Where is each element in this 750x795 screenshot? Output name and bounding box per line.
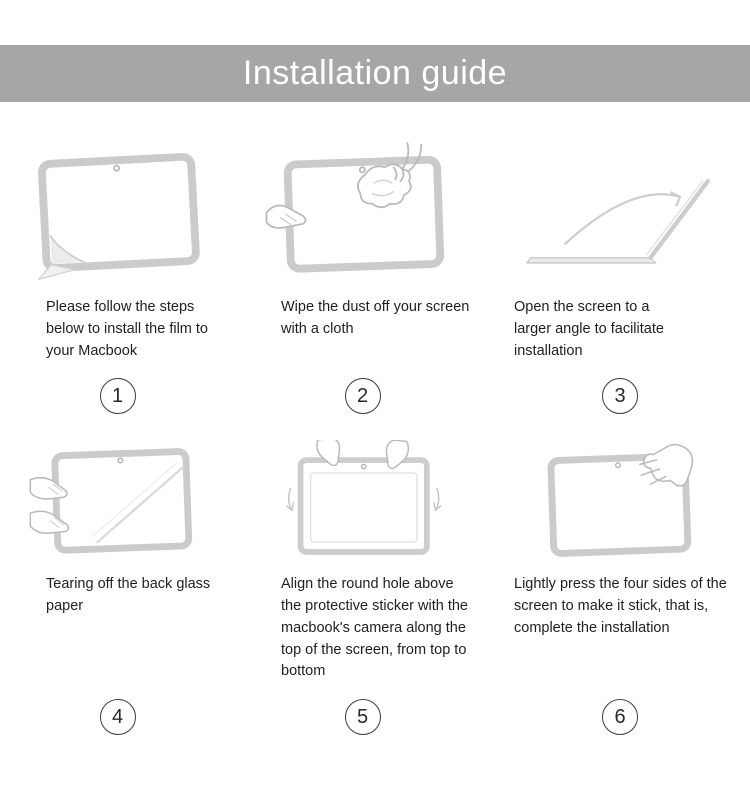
- press-four-sides-icon: [547, 444, 694, 558]
- step-card-6: Lightly press the four sides of the scre…: [490, 440, 750, 735]
- wipe-screen-cloth-icon: [265, 142, 444, 273]
- step-5-caption: Align the round hole above the protectiv…: [281, 576, 468, 680]
- step-card-2: Wipe the dust off your screen with a clo…: [235, 140, 490, 415]
- step-1-caption: Please follow the steps below to install…: [46, 299, 208, 359]
- step-3-caption: Open the screen to a larger angle to fac…: [514, 299, 664, 359]
- step-1-number-wrap: 1: [0, 362, 235, 415]
- open-laptop-angle-icon: [526, 179, 710, 264]
- step-3-illustration: [490, 140, 750, 285]
- tablet-peel-corner-icon: [37, 152, 200, 280]
- step-5-illustration: [235, 440, 490, 562]
- installation-guide-page: Installation guide Please follow the ste…: [0, 45, 750, 795]
- step-1-illustration: [0, 140, 235, 285]
- step-6-number-wrap: 6: [490, 683, 750, 735]
- steps-grid: Please follow the steps below to install…: [0, 140, 750, 735]
- step-6-caption: Lightly press the four sides of the scre…: [514, 576, 727, 636]
- step-card-1: Please follow the steps below to install…: [0, 140, 235, 415]
- step-card-4: Tearing off the back glass paper 4: [0, 440, 235, 735]
- header-bar: Installation guide: [0, 45, 750, 102]
- align-film-camera-icon: [285, 440, 441, 556]
- step-5-number-badge: 5: [344, 699, 381, 735]
- step-5-number-wrap: 5: [235, 683, 490, 735]
- tear-back-paper-icon: [29, 448, 192, 554]
- step-card-5: Align the round hole above the protectiv…: [235, 440, 490, 735]
- step-card-3: Open the screen to a larger angle to fac…: [490, 140, 750, 415]
- step-4-caption: Tearing off the back glass paper: [46, 576, 211, 614]
- step-1-number-badge: 1: [99, 378, 136, 415]
- step-3-number-wrap: 3: [490, 362, 750, 415]
- step-4-illustration: [0, 440, 235, 562]
- step-4-number-badge: 4: [99, 699, 136, 735]
- step-6-number-badge: 6: [602, 699, 638, 735]
- step-4-number-wrap: 4: [0, 683, 235, 735]
- step-2-illustration: [235, 140, 490, 285]
- step-6-illustration: [490, 440, 750, 562]
- step-2-number-wrap: 2: [235, 362, 490, 415]
- step-2-caption: Wipe the dust off your screen with a clo…: [281, 299, 470, 337]
- step-2-number-badge: 2: [344, 378, 381, 415]
- step-3-number-badge: 3: [602, 378, 638, 415]
- page-title: Installation guide: [242, 54, 508, 92]
